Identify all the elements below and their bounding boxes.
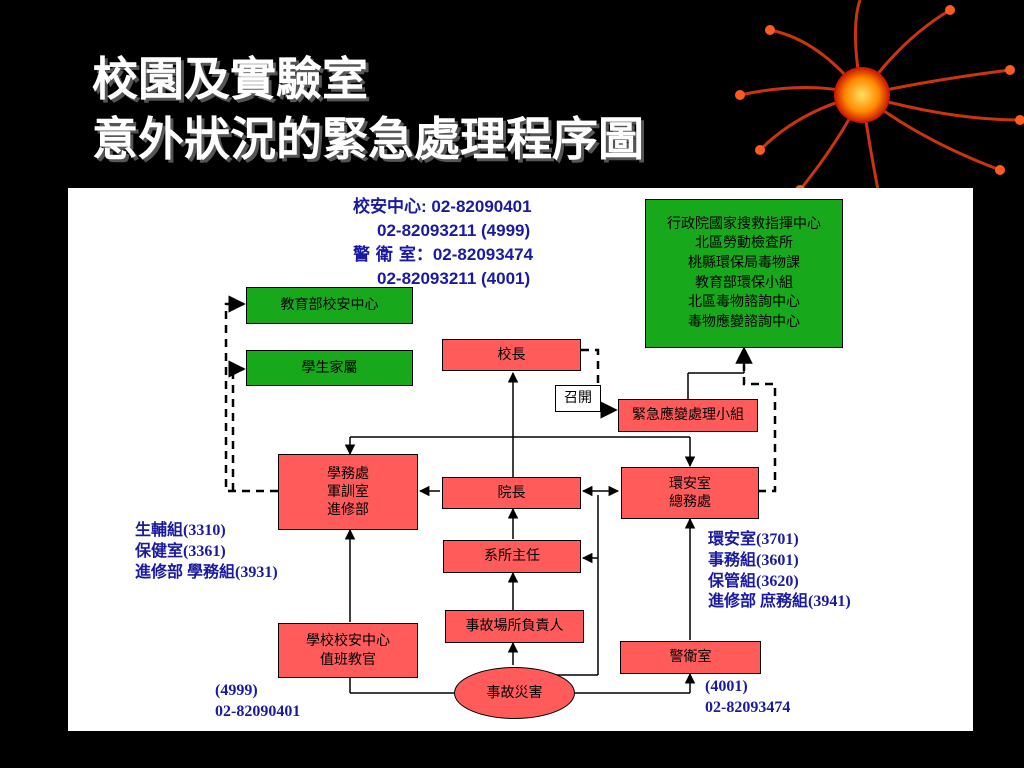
moe-center-box: 教育部校安中心 xyxy=(246,287,413,324)
dept-head-label: 系所主任 xyxy=(484,548,540,565)
duty-phone-note: (4999) 02-82090401 xyxy=(215,681,300,723)
site-manager-box: 事故場所負責人 xyxy=(445,610,584,643)
moe-center-label: 教育部校安中心 xyxy=(280,297,379,314)
dean-label: 院長 xyxy=(497,484,526,501)
env-safety-box: 環安室總務處 xyxy=(621,467,759,519)
decorative-flower-graphic xyxy=(735,0,1024,200)
safety-duty-line: 值班教官 xyxy=(320,651,376,668)
external-agencies-box: 行政院國家搜救指揮中心北區勞動檢查所桃縣環保局毒物課教育部環保小組北區毒物諮詢中… xyxy=(645,199,843,348)
summon-box: 召開 xyxy=(555,385,601,412)
school-safety-phone2-text: 02-82093211 (4999) xyxy=(377,221,531,240)
guard-phone-note: (4001) 02-82093474 xyxy=(705,677,790,719)
phone-line: (4001) xyxy=(705,678,748,695)
school-safety-contact: 校安中心: 02-82090401 xyxy=(353,196,532,218)
left-extension-list: 生輔組(3310) 保健室(3361) 進修部 學務組(3931) xyxy=(135,521,278,583)
guard-contact: 警 衛 室：02-82093474 xyxy=(353,244,533,266)
agency-line: 北區毒物諮詢中心 xyxy=(688,294,800,311)
extension-line: 生輔組(3310) xyxy=(135,522,226,539)
slide-title-line2: 意外狀況的緊急處理程序圖 xyxy=(92,112,644,166)
emergency-team-box: 緊急應變處理小組 xyxy=(618,399,758,432)
school-safety-label: 校安中心 xyxy=(353,197,421,217)
emergency-team-label: 緊急應變處理小組 xyxy=(632,407,744,424)
safety-duty-box: 學校校安中心值班教官 xyxy=(278,623,418,678)
student-affairs-box: 學務處軍訓室進修部 xyxy=(278,454,418,530)
school-safety-phone2: 02-82093211 (4999) xyxy=(377,220,530,242)
agency-line: 桃縣環保局毒物課 xyxy=(688,254,800,271)
diagram-panel: 校安中心: 02-82090401 02-82093211 (4999) 警 衛… xyxy=(68,188,973,731)
extension-line: 進修部 庶務組(3941) xyxy=(708,593,851,611)
phone-line: 02-82093474 xyxy=(705,698,791,716)
extension-line: 事務組(3601) xyxy=(708,551,799,569)
env-safety-line: 環安室 xyxy=(669,475,711,492)
school-safety-phone1: : 02-82090401 xyxy=(421,197,532,216)
agency-line: 北區勞動檢查所 xyxy=(695,235,793,252)
accident-ellipse: 事故災害 xyxy=(454,667,575,719)
parents-box: 學生家屬 xyxy=(246,350,413,386)
guard-room-label: 警衛室 xyxy=(669,649,712,666)
summon-label: 召開 xyxy=(564,390,592,407)
president-box: 校長 xyxy=(442,339,581,371)
env-safety-line: 總務處 xyxy=(669,494,711,510)
agency-line: 教育部環保小組 xyxy=(695,274,793,291)
slide-title-line1: 校園及實驗室 xyxy=(92,52,368,106)
president-label: 校長 xyxy=(497,346,526,363)
phone-line: (4999) xyxy=(215,682,258,699)
site-manager-label: 事故場所負責人 xyxy=(465,618,564,635)
student-affairs-line: 進修部 xyxy=(327,502,369,519)
extension-line: 環安室(3701) xyxy=(708,531,799,548)
extension-line: 保健室(3361) xyxy=(135,542,226,560)
guard-phone2-text: 02-82093211 (4001) xyxy=(377,269,531,288)
accident-label: 事故災害 xyxy=(486,684,543,701)
extension-line: 進修部 學務組(3931) xyxy=(135,563,278,581)
agency-line: 毒物應變諮詢中心 xyxy=(688,313,800,330)
agency-line: 行政院國家搜救指揮中心 xyxy=(667,215,821,232)
guard-room-box: 警衛室 xyxy=(620,641,761,674)
guard-phone1: ：02-82093474 xyxy=(415,245,534,264)
guard-label: 警 衛 室 xyxy=(353,245,416,265)
student-affairs-line: 軍訓室 xyxy=(327,483,369,500)
parents-label: 學生家屬 xyxy=(301,359,358,376)
dept-head-box: 系所主任 xyxy=(443,540,581,573)
guard-phone2: 02-82093211 (4001) xyxy=(377,268,530,290)
extension-line: 保管組(3620) xyxy=(708,572,799,590)
dean-box: 院長 xyxy=(442,477,581,509)
phone-line: 02-82090401 xyxy=(215,702,301,720)
student-affairs-line: 學務處 xyxy=(327,465,369,482)
safety-duty-line: 學校校安中心 xyxy=(306,633,390,650)
right-extension-list: 環安室(3701) 事務組(3601) 保管組(3620) 進修部 庶務組(3941) xyxy=(708,530,851,613)
